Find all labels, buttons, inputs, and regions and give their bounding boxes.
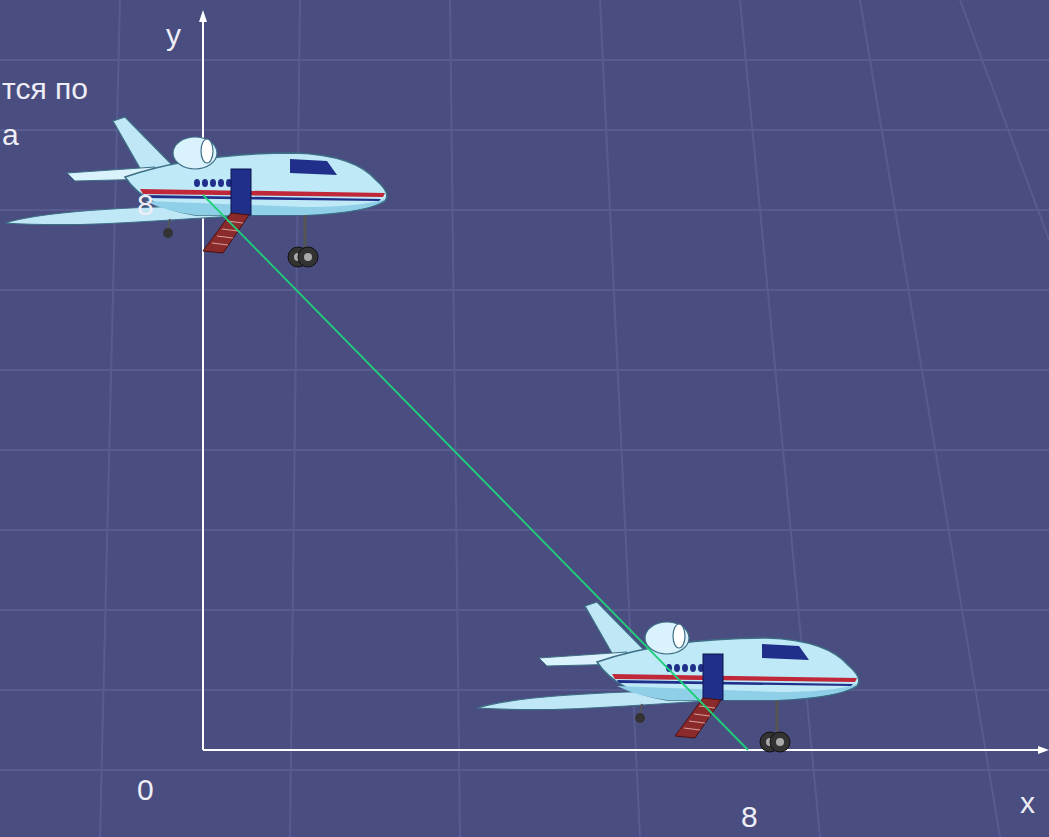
title-fragment: а bbox=[2, 120, 19, 150]
axis-label: y bbox=[166, 20, 181, 50]
axis-label: x bbox=[1020, 788, 1035, 818]
tick-label: 8 bbox=[741, 802, 758, 832]
title-fragment: тся по bbox=[2, 74, 88, 104]
origin-label: 0 bbox=[137, 775, 154, 805]
tick-label: 8 bbox=[137, 190, 154, 220]
